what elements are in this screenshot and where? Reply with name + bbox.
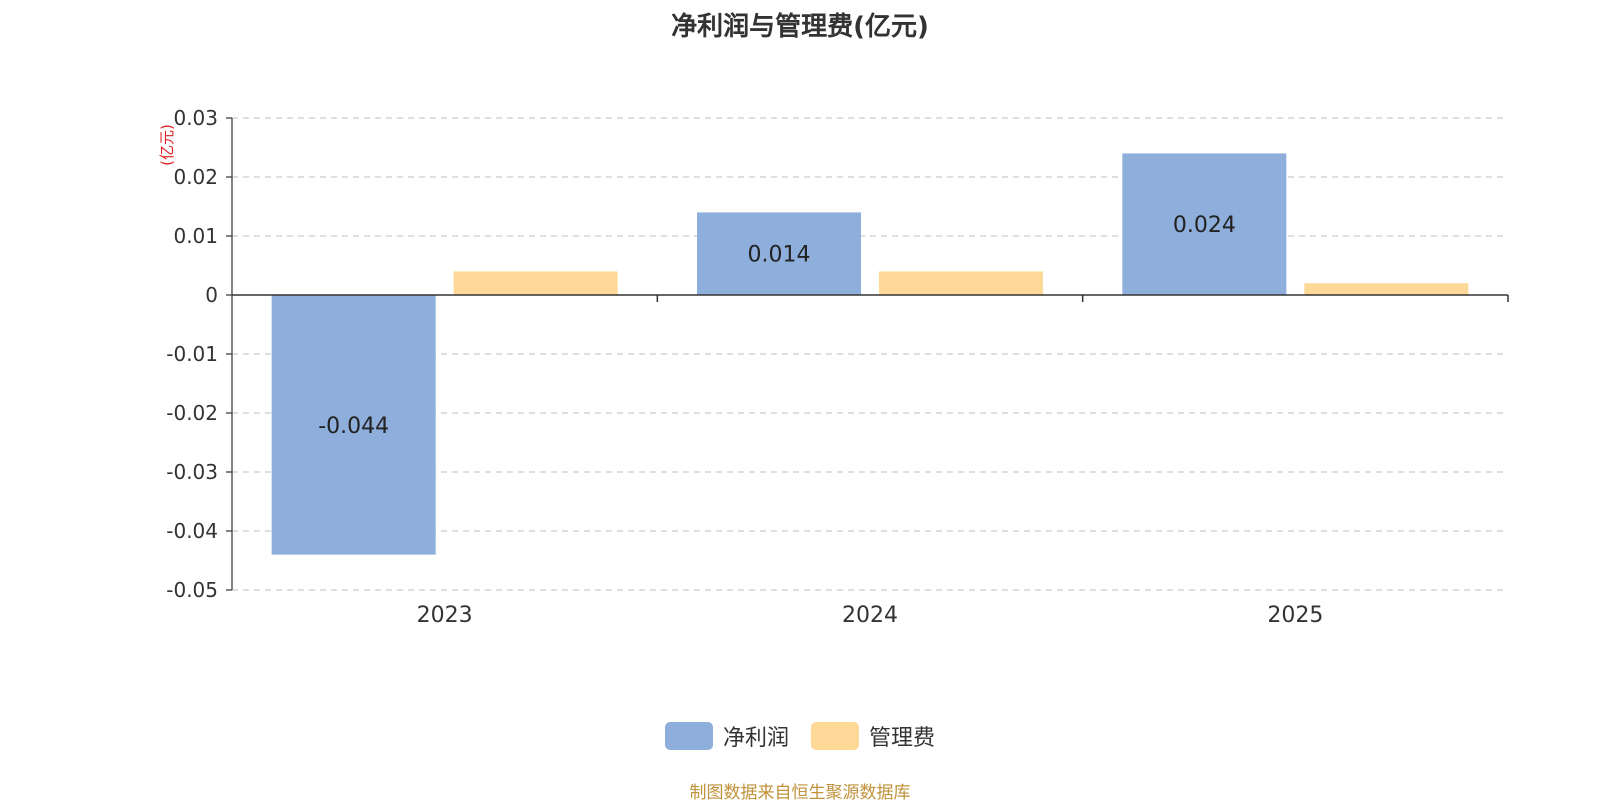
legend-item-management-fee[interactable]: 管理费: [811, 720, 935, 752]
y-tick-label: 0: [205, 283, 218, 307]
y-tick-label: -0.05: [166, 578, 218, 602]
bar-management-fee: [879, 271, 1043, 295]
bar-management-fee: [1304, 283, 1469, 295]
y-tick-label: -0.02: [166, 401, 218, 425]
bar-value-label: 0.024: [1173, 213, 1236, 238]
x-tick-label: 2023: [417, 603, 473, 628]
bar-value-label: -0.044: [318, 414, 389, 439]
bar-value-label: 0.014: [748, 243, 811, 268]
x-tick-label: 2024: [842, 603, 898, 628]
bar-management-fee: [453, 271, 618, 295]
y-axis-unit-label: (亿元): [158, 124, 176, 166]
y-tick-label: -0.01: [166, 342, 218, 366]
legend-swatch-net-profit: [664, 722, 713, 750]
y-tick-label: 0.01: [173, 224, 218, 248]
y-tick-label: 0.02: [173, 165, 218, 189]
bar-net-profit: [271, 295, 436, 555]
bar-net-profit: [697, 212, 861, 295]
legend-item-net-profit[interactable]: 净利润: [664, 720, 789, 752]
y-tick-label: -0.03: [166, 460, 218, 484]
chart-legend: 净利润 管理费: [0, 720, 1600, 752]
legend-label-net-profit: 净利润: [722, 726, 789, 751]
chart-title: 净利润与管理费(亿元): [671, 12, 929, 42]
data-source-note: 制图数据来自恒生聚源数据库: [689, 783, 911, 803]
bar-net-profit: [1122, 153, 1287, 295]
y-tick-label: 0.03: [173, 106, 218, 130]
y-tick-label: -0.04: [166, 519, 218, 543]
x-tick-label: 2025: [1267, 603, 1323, 628]
legend-swatch-management-fee: [811, 722, 859, 750]
legend-label-management-fee: 管理费: [869, 726, 936, 751]
